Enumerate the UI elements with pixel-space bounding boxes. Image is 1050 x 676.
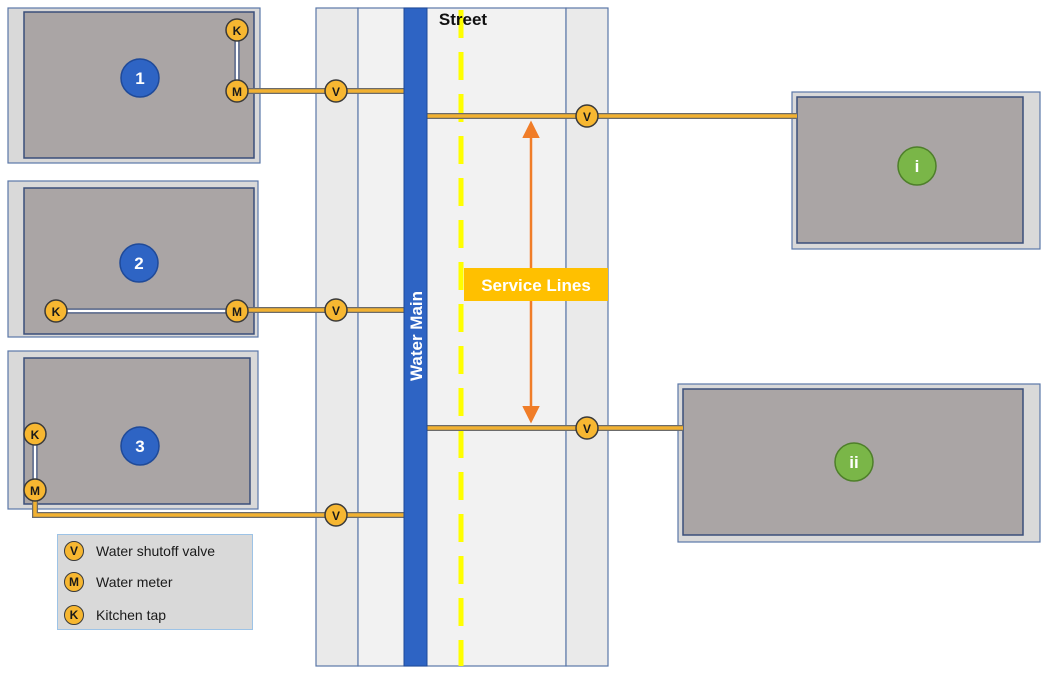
house-2-number: 2 [134,254,143,273]
fixtures: V V V V V M M M [23,18,599,527]
tap-icon: K [44,299,68,323]
house-3-badge: 3 [120,426,160,466]
meter-icon: M [64,572,84,592]
water-main: Water Main [403,7,428,667]
legend-label-valve: Water shutoff valve [96,543,216,559]
meter-icon: M [225,79,249,103]
svg-text:K: K [31,428,40,442]
house-i-number: i [915,157,920,176]
svg-text:M: M [30,484,40,498]
house-ii-lot [677,383,1041,543]
tap-icon: K [225,18,249,42]
legend-item-valve: V Water shutoff valve [64,539,215,563]
valve-icon: V [64,541,84,561]
house-i-badge: i [897,146,937,186]
house-2-badge: 2 [119,243,159,283]
tap-icon: K [23,422,47,446]
valve-icon: V [575,104,599,128]
house-ii-number: ii [849,453,858,472]
svg-text:V: V [583,110,591,124]
valve-icon: V [324,298,348,322]
house-1-badge: 1 [120,58,160,98]
valve-icon: V [575,416,599,440]
house-badges: 1 2 3 i ii [119,58,937,482]
street-area: Street [315,7,609,667]
legend-label-tap: Kitchen tap [96,607,167,623]
service-lines-annotation: Service Lines [464,120,608,424]
svg-text:V: V [332,85,340,99]
legend-item-tap: K Kitchen tap [64,603,166,627]
left-sidewalk [315,7,359,667]
house-ii-badge: ii [834,442,874,482]
valve-icon: V [324,79,348,103]
house-3-number: 3 [135,437,144,456]
tap-icon: K [64,605,84,625]
service-lines-label-box [464,268,608,301]
meter-icon: M [225,299,249,323]
svg-text:M: M [232,305,242,319]
service-lines-label: Service Lines [481,276,591,295]
svg-text:K: K [233,24,242,38]
street-label: Street [439,10,488,29]
meter-icon: M [23,478,47,502]
valve-icon: V [324,503,348,527]
legend: V Water shutoff valve M Water meter K Ki… [57,534,253,630]
svg-text:V: V [332,509,340,523]
legend-label-meter: Water meter [96,574,173,590]
water-main-label: Water Main [407,291,426,381]
svg-text:K: K [52,305,61,319]
legend-item-meter: M Water meter [64,570,173,594]
house-3-lot [7,350,259,510]
svg-text:M: M [232,85,242,99]
svg-text:V: V [332,304,340,318]
svg-text:V: V [583,422,591,436]
house-1-number: 1 [135,69,144,88]
